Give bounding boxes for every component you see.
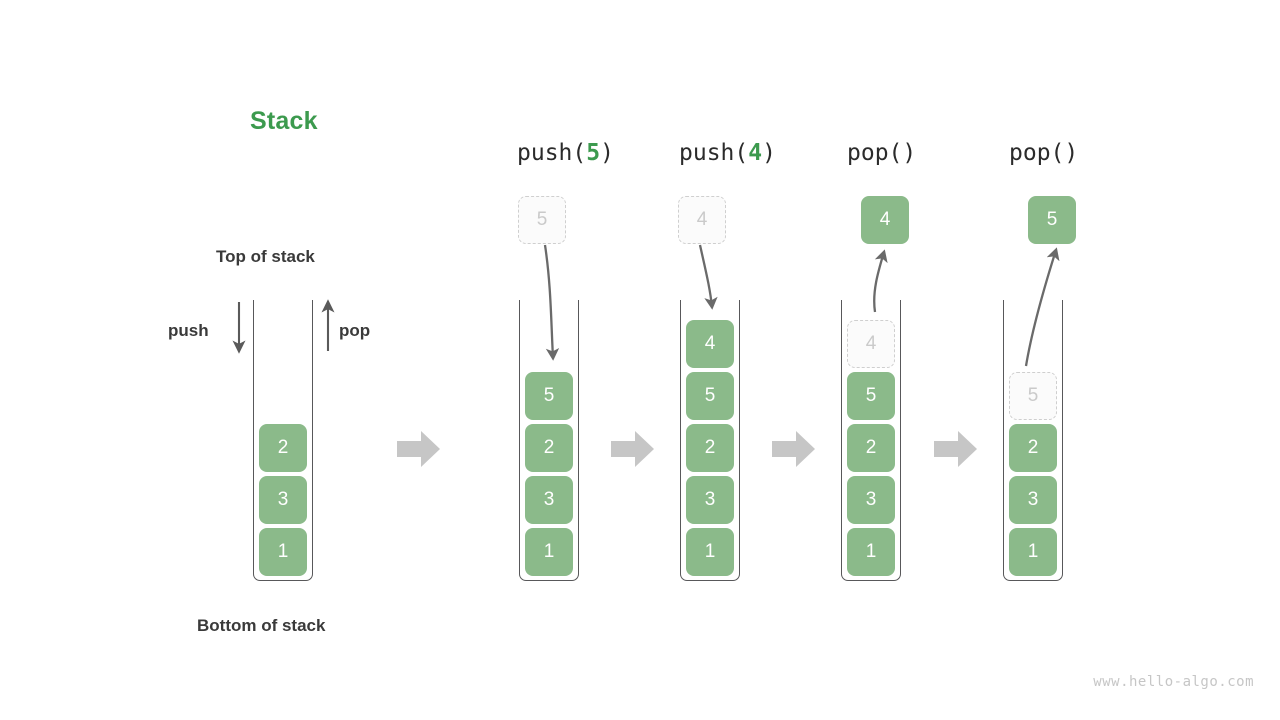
- label-pop: pop: [339, 321, 371, 340]
- op-header-suffix: ): [600, 140, 614, 166]
- op-header-value: 4: [748, 140, 763, 166]
- stack-cell: 2: [525, 424, 573, 472]
- stack-cell: 1: [686, 528, 734, 576]
- incoming-element-5: 5: [518, 196, 566, 244]
- op-header-pop-2: pop(): [1009, 140, 1078, 166]
- stack-cell: 5: [525, 372, 573, 420]
- transition-arrow-2: [611, 431, 654, 467]
- op-header-push-4: push(4): [679, 140, 776, 166]
- stack-cell-removed: 4: [847, 320, 895, 368]
- op-header-text: pop(): [847, 140, 917, 166]
- stack-cell: 2: [686, 424, 734, 472]
- op-header-push-5: push(5): [517, 140, 614, 166]
- stack-container-pop-1: [841, 300, 901, 581]
- label-push: push: [168, 321, 209, 340]
- stack-cell: 3: [259, 476, 307, 524]
- popped-element-4: 4: [861, 196, 909, 244]
- stack-cell: 5: [686, 372, 734, 420]
- op-header-value: 5: [586, 140, 601, 166]
- stack-cell: 1: [847, 528, 895, 576]
- op-header-suffix: ): [762, 140, 776, 166]
- op-header-text: pop(): [1009, 140, 1079, 166]
- push-motion-arrow-4: [698, 244, 718, 310]
- watermark: www.hello-algo.com: [1093, 674, 1254, 690]
- stack-cell: 1: [1009, 528, 1057, 576]
- stack-container-initial: [253, 300, 313, 581]
- stack-cell: 1: [525, 528, 573, 576]
- popped-element-5: 5: [1028, 196, 1076, 244]
- stack-cell: 4: [686, 320, 734, 368]
- stack-cell: 3: [686, 476, 734, 524]
- stack-container-push-5: [519, 300, 579, 581]
- stack-cell: 1: [259, 528, 307, 576]
- stack-cell-removed: 5: [1009, 372, 1057, 420]
- stack-cell: 3: [525, 476, 573, 524]
- transition-arrow-4: [934, 431, 977, 467]
- stack-cell: 3: [847, 476, 895, 524]
- stack-cell: 5: [847, 372, 895, 420]
- label-top-of-stack: Top of stack: [216, 247, 315, 266]
- incoming-element-4: 4: [678, 196, 726, 244]
- transition-arrow-1: [397, 431, 440, 467]
- label-bottom-of-stack: Bottom of stack: [197, 616, 326, 635]
- stack-cell: 2: [1009, 424, 1057, 472]
- transition-arrow-3: [772, 431, 815, 467]
- stack-cell: 2: [259, 424, 307, 472]
- op-header-text: push(: [679, 140, 749, 166]
- stack-cell: 3: [1009, 476, 1057, 524]
- op-header-text: push(: [517, 140, 587, 166]
- op-header-pop-1: pop(): [847, 140, 916, 166]
- stack-container-pop-2: [1003, 300, 1063, 581]
- page-title: Stack: [250, 107, 318, 135]
- stack-cell: 2: [847, 424, 895, 472]
- stack-container-push-4: [680, 300, 740, 581]
